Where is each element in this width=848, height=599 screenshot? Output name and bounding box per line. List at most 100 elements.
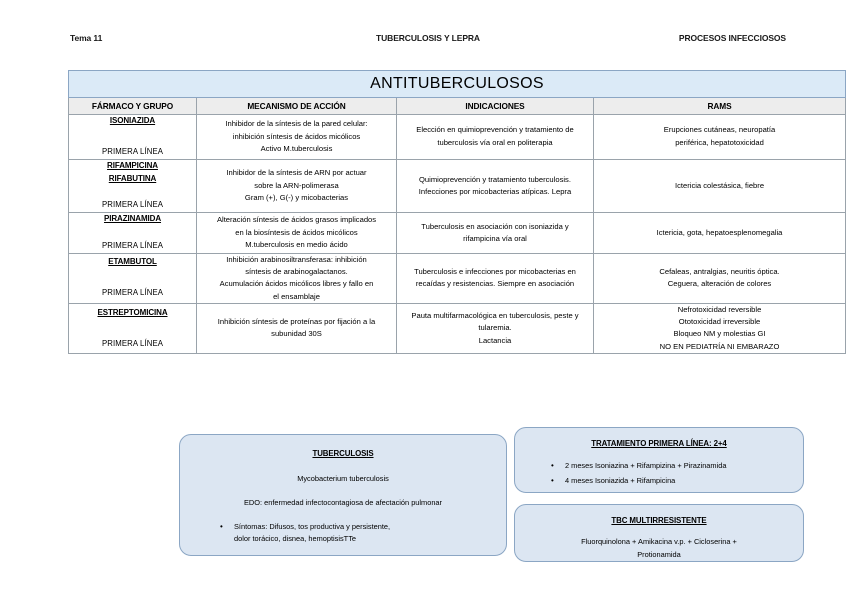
- table-row: ISONIAZIDA PRIMERA LÍNEA Inhibidor de la…: [68, 114, 847, 160]
- mechanism-line: Inhibición síntesis de proteínas por fij…: [217, 317, 376, 327]
- drug-cell: ESTREPTOMICINA PRIMERA LÍNEA: [68, 302, 197, 355]
- box-line-organism: Mycobacterium tuberculosis: [297, 474, 389, 484]
- table-row: PIRAZINAMIDA PRIMERA LÍNEA Alteración sí…: [68, 212, 847, 254]
- rams-line: Cefaleas, antralgias, neuritis óptica.: [659, 266, 780, 276]
- symptom-line: Síntomas: Difusos, tos productiva y pers…: [234, 521, 391, 531]
- table-title-row: ANTITUBERCULOSOS: [67, 70, 847, 98]
- drug-group: PRIMERA LÍNEA: [101, 241, 164, 251]
- tratamiento-primera-linea-box: TRATAMIENTO PRIMERA LÍNEA: 2+4 2 meses I…: [514, 427, 804, 493]
- table-header-row: FÁRMACO Y GRUPO MECANISMO DE ACCIÓN INDI…: [68, 97, 847, 115]
- indications-cell: Tuberculosis e infecciones por micobacte…: [396, 252, 594, 304]
- rams-line: periférica, hepatotoxicidad: [675, 137, 764, 147]
- mechanism-line: M.tuberculosis en medio ácido: [245, 240, 348, 250]
- mechanism-line: Inhibidor de la síntesis de la pared cel…: [225, 119, 368, 129]
- mechanism-cell: Inhibición síntesis de proteínas por fij…: [196, 302, 397, 355]
- box-title: TBC MULTIRRESISTENTE: [611, 516, 707, 525]
- header-title: TUBERCULOSIS Y LEPRA: [376, 33, 480, 43]
- drug-group: PRIMERA LÍNEA: [101, 288, 164, 298]
- symptoms-list: Síntomas: Difusos, tos productiva y pers…: [194, 520, 492, 546]
- mechanism-line: sobre la ARN-polimerasa: [254, 180, 339, 190]
- mechanism-line: Inhibición arabinosiltransferasa: inhibi…: [226, 254, 367, 264]
- drug-name: ESTREPTOMICINA: [97, 307, 168, 317]
- indications-line: Pauta multifarmacológica en tuberculosis…: [411, 311, 579, 321]
- table-row: ETAMBUTOL PRIMERA LÍNEA Inhibición arabi…: [68, 252, 847, 304]
- indications-line: Tuberculosis en asociación con isoniazid…: [421, 221, 569, 231]
- drug-group: PRIMERA LÍNEA: [101, 200, 164, 210]
- drug-cell: RIFAMPICINA RIFABUTINA PRIMERA LÍNEA: [68, 158, 197, 214]
- list-item: 2 meses Isoniazina + Rifampizina + Piraz…: [551, 459, 791, 473]
- rams-line: Ictericia colestásica, fiebre: [674, 180, 765, 190]
- drug-cell: ETAMBUTOL PRIMERA LÍNEA: [68, 252, 197, 304]
- indications-cell: Tuberculosis en asociación con isoniazid…: [396, 212, 594, 254]
- rams-line: Bloqueo NM y molestias GI: [673, 329, 766, 339]
- mechanism-line: Gram (+), G(-) y micobacterias: [244, 192, 349, 202]
- box-line-regimen: Protionamida: [637, 550, 681, 560]
- mechanism-line: Inhibidor de la síntesis de ARN por actu…: [226, 168, 367, 178]
- mechanism-line: Alteración síntesis de ácidos grasos imp…: [216, 215, 377, 225]
- indications-line: Lactancia: [478, 335, 512, 345]
- table-row: ESTREPTOMICINA PRIMERA LÍNEA Inhibición …: [68, 302, 847, 355]
- rams-cell: Erupciones cutáneas, neuropatía periféri…: [592, 114, 847, 160]
- drug-name: PIRAZINAMIDA: [103, 214, 162, 224]
- box-title: TRATAMIENTO PRIMERA LÍNEA: 2+4: [591, 439, 727, 448]
- tbc-multirresistente-box: TBC MULTIRRESISTENTE Fluorquinolona + Am…: [514, 504, 804, 562]
- rams-line: Erupciones cutáneas, neuropatía: [663, 125, 776, 135]
- drug-cell: ISONIAZIDA PRIMERA LÍNEA: [68, 114, 197, 160]
- indications-line: Tuberculosis e infecciones por micobacte…: [414, 266, 576, 276]
- indications-line: Quimioprevención y tratamiento tuberculo…: [419, 174, 571, 184]
- drug-group: PRIMERA LÍNEA: [101, 146, 164, 156]
- indications-line: tuberculosis vía oral en politerapia: [437, 137, 553, 147]
- mechanism-line: en la biosíntesis de ácidos micólicos: [235, 227, 358, 237]
- indications-line: Infecciones por micobacterias atípicas. …: [418, 186, 572, 196]
- indications-cell: Pauta multifarmacológica en tuberculosis…: [396, 302, 594, 355]
- box-line-regimen: Fluorquinolona + Amikacina v.p. + Ciclos…: [581, 537, 737, 547]
- rams-cell: Cefaleas, antralgias, neuritis óptica. C…: [592, 252, 847, 304]
- box-line-edo: EDO: enfermedad infectocontagiosa de afe…: [243, 498, 443, 508]
- mechanism-line: inhibición síntesis de ácidos micólicos: [232, 131, 361, 141]
- list-item: 4 meses Isoniazida + Rifampicina: [551, 474, 791, 488]
- mechanism-line: el ensamblaje: [273, 291, 320, 301]
- rams-cell: Nefrotoxicidad reversible Ototoxicidad i…: [592, 302, 847, 355]
- treatment-list: 2 meses Isoniazina + Rifampizina + Piraz…: [527, 459, 791, 488]
- indications-cell: Elección en quimioprevención y tratamien…: [396, 114, 594, 160]
- rams-cell: Ictericia colestásica, fiebre: [592, 158, 847, 214]
- indications-line: tularemia.: [478, 323, 512, 333]
- rams-line: Ictericia, gota, hepatoesplenomegalia: [656, 227, 783, 237]
- list-item: Síntomas: Difusos, tos productiva y pers…: [220, 520, 492, 546]
- page-header: Tema 11 TUBERCULOSIS Y LEPRA PROCESOS IN…: [70, 33, 786, 49]
- mechanism-line: subunidad 30S: [271, 329, 322, 339]
- indications-line: Elección en quimioprevención y tratamien…: [416, 125, 574, 135]
- tuberculosis-info-box: TUBERCULOSIS Mycobacterium tuberculosis …: [179, 434, 507, 556]
- rams-line: Ototoxicidad irreversible: [678, 317, 761, 327]
- mechanism-cell: Inhibición arabinosiltransferasa: inhibi…: [196, 252, 397, 304]
- header-subject: PROCESOS INFECCIOSOS: [678, 33, 786, 43]
- box-title: TUBERCULOSIS: [312, 449, 374, 458]
- column-header-farmaco: FÁRMACO Y GRUPO: [68, 97, 197, 115]
- drug-name: RIFAMPICINA: [107, 160, 158, 170]
- mechanism-cell: Inhibidor de la síntesis de ARN por actu…: [196, 158, 397, 214]
- header-topic: Tema 11: [70, 33, 103, 43]
- table-row: RIFAMPICINA RIFABUTINA PRIMERA LÍNEA Inh…: [68, 158, 847, 214]
- mechanism-line: Acumulación ácidos micólicos libres y fa…: [219, 279, 374, 289]
- rams-cell: Ictericia, gota, hepatoesplenomegalia: [592, 212, 847, 254]
- rams-line: NO EN PEDIATRÍA NI EMBARAZO: [659, 341, 780, 351]
- mechanism-cell: Alteración síntesis de ácidos grasos imp…: [196, 212, 397, 254]
- indications-line: rifampicina vía oral: [463, 233, 527, 243]
- column-header-indicaciones: INDICACIONES: [396, 97, 594, 115]
- rams-line: Nefrotoxicidad reversible: [677, 304, 762, 314]
- indications-cell: Quimioprevención y tratamiento tuberculo…: [396, 158, 594, 214]
- drug-group: PRIMERA LÍNEA: [101, 338, 164, 348]
- column-header-rams: RAMS: [592, 97, 847, 115]
- column-header-mecanismo: MECANISMO DE ACCIÓN: [196, 97, 397, 115]
- table-title: ANTITUBERCULOSOS: [67, 70, 847, 98]
- antituberculosos-table: ANTITUBERCULOSOS FÁRMACO Y GRUPO MECANIS…: [67, 70, 847, 355]
- indications-line: recaídas y resistencias. Siempre en asoc…: [415, 279, 575, 289]
- mechanism-line: Activo M.tuberculosis: [260, 143, 333, 153]
- drug-cell: PIRAZINAMIDA PRIMERA LÍNEA: [68, 212, 197, 254]
- drug-name: ISONIAZIDA: [109, 116, 156, 125]
- drug-name: ETAMBUTOL: [108, 257, 157, 267]
- mechanism-line: síntesis de arabinogalactanos.: [245, 266, 348, 276]
- mechanism-cell: Inhibidor de la síntesis de la pared cel…: [196, 114, 397, 160]
- drug-name: RIFABUTINA: [108, 173, 157, 183]
- symptom-line: dolor torácico, disnea, hemoptisisTTe: [234, 534, 357, 544]
